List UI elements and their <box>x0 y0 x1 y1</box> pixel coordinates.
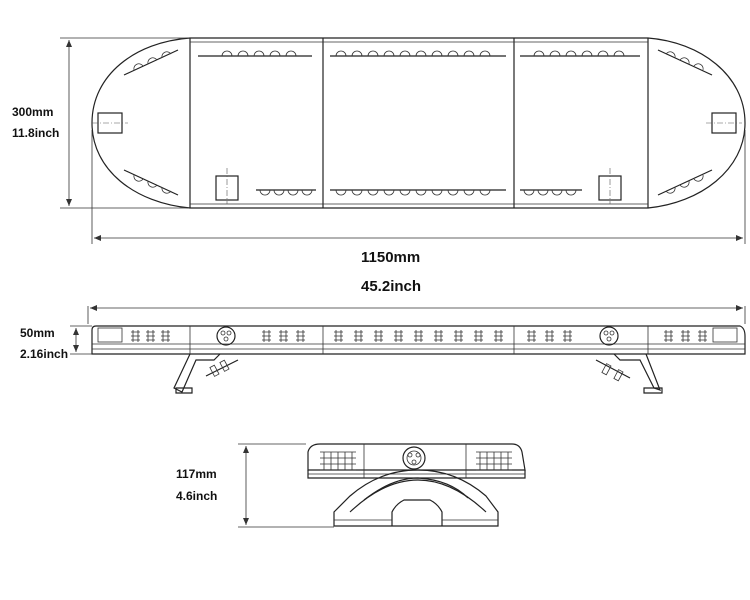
end-view-height-dimension <box>238 443 334 528</box>
length-mm-label: 1150mm <box>361 249 421 266</box>
top-led-strip-right <box>520 50 640 57</box>
side-height-inch-label: 2.16inch <box>20 347 69 361</box>
bottom-led-strip-right <box>520 189 582 196</box>
corner-led-right-bottom <box>657 169 713 196</box>
top-height-mm-label: 300mm <box>12 105 54 119</box>
end-led-left <box>320 451 356 471</box>
length-inch-label: 45.2inch <box>361 278 422 295</box>
end-height-mm-label: 117mm <box>176 467 217 481</box>
top-led-strip-center <box>330 50 506 57</box>
module-square-bottom-right <box>598 168 622 204</box>
bottom-led-strip-left <box>256 189 316 196</box>
end-height-inch-label: 4.6inch <box>176 489 218 503</box>
top-view-height-dimension <box>60 37 188 209</box>
side-bracket-right <box>595 353 663 394</box>
end-view-housing <box>307 443 526 471</box>
corner-led-right-top <box>657 49 713 76</box>
module-square-bottom-left <box>215 168 239 204</box>
corner-led-left-top <box>123 49 179 76</box>
end-connector <box>402 446 426 470</box>
side-led-heads <box>131 330 707 342</box>
end-view-mount-base <box>333 469 499 527</box>
side-view-outline <box>91 325 746 355</box>
side-connector-left <box>216 326 236 346</box>
side-height-mm-label: 50mm <box>20 326 55 340</box>
side-connector-right <box>599 326 619 346</box>
module-square-left <box>92 112 128 134</box>
end-led-right <box>476 451 512 471</box>
corner-led-left-bottom <box>123 169 179 196</box>
end-view <box>238 443 526 528</box>
side-view <box>70 305 746 394</box>
side-bracket-left <box>173 353 239 394</box>
top-height-inch-label: 11.8inch <box>12 126 60 140</box>
top-view <box>60 37 746 244</box>
top-led-strip-left <box>198 50 312 57</box>
side-view-height-dimension <box>70 305 746 355</box>
module-square-right <box>706 112 742 134</box>
top-view-length-dimension <box>91 130 746 244</box>
bottom-led-strip-center <box>330 189 506 196</box>
